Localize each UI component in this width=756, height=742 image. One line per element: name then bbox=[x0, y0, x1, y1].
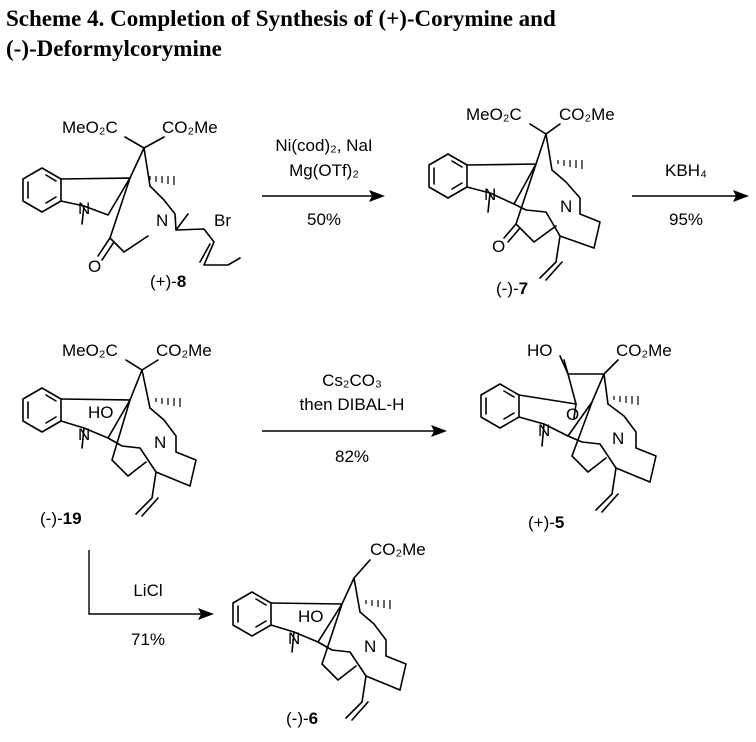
step-1-yield: 50% bbox=[307, 210, 341, 229]
compound-5-label-prefix: (+)- bbox=[528, 513, 555, 532]
scheme-title-line-1: Scheme 4. Completion of Synthesis of (+)… bbox=[6, 6, 556, 31]
compound-7-ester-right: CO₂Me bbox=[559, 105, 615, 124]
compound-8-label-prefix: (+)- bbox=[150, 272, 177, 291]
compound-8-ester-left: MeO₂C bbox=[62, 118, 118, 137]
compound-7: MeO₂C CO₂Me N N O (-)-7 bbox=[428, 105, 615, 298]
compound-6-hydroxyl: HO bbox=[298, 607, 324, 626]
compound-8-label-number: 8 bbox=[177, 272, 186, 291]
step-4-reagent: LiCl bbox=[133, 581, 162, 600]
compound-7-amine-n: N bbox=[560, 197, 572, 216]
compound-19-ester-right: CO₂Me bbox=[156, 341, 212, 360]
compound-6-skeleton bbox=[232, 559, 407, 721]
compound-8-ester-right: CO₂Me bbox=[162, 118, 218, 137]
step-1-arrowhead bbox=[369, 190, 385, 202]
reaction-step-4: LiCl 71% bbox=[88, 550, 214, 649]
compound-5-label: (+)-5 bbox=[528, 513, 564, 532]
reaction-step-1: Ni(cod)₂, NaI Mg(OTf)₂ 50% bbox=[262, 136, 385, 229]
scheme-title-line-2: (-)-Deformylcorymine bbox=[6, 36, 222, 61]
compound-6-label-prefix: (-)- bbox=[286, 709, 309, 728]
step-3-reagent-line-2: then DIBAL-H bbox=[300, 395, 405, 414]
compound-7-indoline-n: N bbox=[484, 185, 496, 204]
step-3-reagent-line-1: Cs₂CO₃ bbox=[322, 371, 382, 390]
step-2-arrowhead bbox=[733, 190, 749, 202]
compound-19-label-number: 19 bbox=[63, 509, 82, 528]
step-1-reagent-line-2: Mg(OTf)₂ bbox=[289, 161, 359, 180]
compound-19-label-prefix: (-)- bbox=[40, 509, 63, 528]
compound-5-amine-n: N bbox=[612, 429, 624, 448]
step-2-yield: 95% bbox=[669, 210, 703, 229]
reaction-step-3: Cs₂CO₃ then DIBAL-H 82% bbox=[262, 371, 447, 466]
compound-19-hydroxyl: HO bbox=[88, 403, 114, 422]
compound-8-ketone-o: O bbox=[88, 257, 101, 276]
compound-19-ester-left: MeO₂C bbox=[62, 341, 118, 360]
compound-6: CO₂Me HO N N (-)-6 bbox=[232, 540, 426, 728]
step-1-reagent-line-1: Ni(cod)₂, NaI bbox=[275, 136, 372, 155]
compound-8-label: (+)-8 bbox=[150, 272, 186, 291]
compound-7-label-prefix: (-)- bbox=[496, 279, 519, 298]
compound-8-bromine: Br bbox=[214, 211, 231, 230]
compound-6-amine-n: N bbox=[364, 637, 376, 656]
compound-5: HO CO₂Me O N N (+)-5 bbox=[480, 341, 672, 532]
compound-6-ester-right: CO₂Me bbox=[370, 540, 426, 559]
compound-5-ester-right: CO₂Me bbox=[616, 341, 672, 360]
step-2-reagent: KBH₄ bbox=[665, 161, 707, 180]
step-4-yield: 71% bbox=[131, 630, 165, 649]
scheme-title: Scheme 4. Completion of Synthesis of (+)… bbox=[6, 4, 751, 64]
compound-7-skeleton bbox=[428, 123, 601, 281]
step-3-yield: 82% bbox=[335, 447, 369, 466]
compound-19: MeO₂C CO₂Me HO N N (-)-19 bbox=[22, 341, 212, 528]
compound-7-ketone-o: O bbox=[492, 237, 505, 256]
compound-6-label: (-)-6 bbox=[286, 709, 318, 728]
reaction-step-2: KBH₄ 95% bbox=[632, 161, 749, 229]
compound-5-ether-o: O bbox=[566, 405, 579, 424]
compound-8-indoline-n: N bbox=[78, 199, 90, 218]
compound-5-hydroxyl: HO bbox=[527, 341, 553, 360]
compound-19-skeleton bbox=[22, 359, 197, 517]
compound-8-amine-n: N bbox=[156, 211, 168, 230]
compound-7-ester-left: MeO₂C bbox=[466, 105, 522, 124]
compound-8-skeleton bbox=[22, 136, 241, 266]
step-3-arrowhead bbox=[431, 425, 447, 437]
compound-6-label-number: 6 bbox=[309, 709, 318, 728]
compound-5-skeleton bbox=[480, 355, 657, 513]
compound-8: MeO₂C CO₂Me N N Br O (+)-8 bbox=[22, 118, 241, 291]
compound-5-indoline-n: N bbox=[538, 421, 550, 440]
compound-19-label: (-)-19 bbox=[40, 509, 82, 528]
step-4-arrowhead bbox=[198, 608, 214, 620]
compound-5-label-number: 5 bbox=[555, 513, 564, 532]
compound-7-label: (-)-7 bbox=[496, 279, 528, 298]
compound-19-indoline-n: N bbox=[78, 425, 90, 444]
compound-19-amine-n: N bbox=[154, 433, 166, 452]
step-4-arrow bbox=[88, 550, 201, 615]
compound-6-indoline-n: N bbox=[288, 629, 300, 648]
compound-7-label-number: 7 bbox=[519, 279, 528, 298]
